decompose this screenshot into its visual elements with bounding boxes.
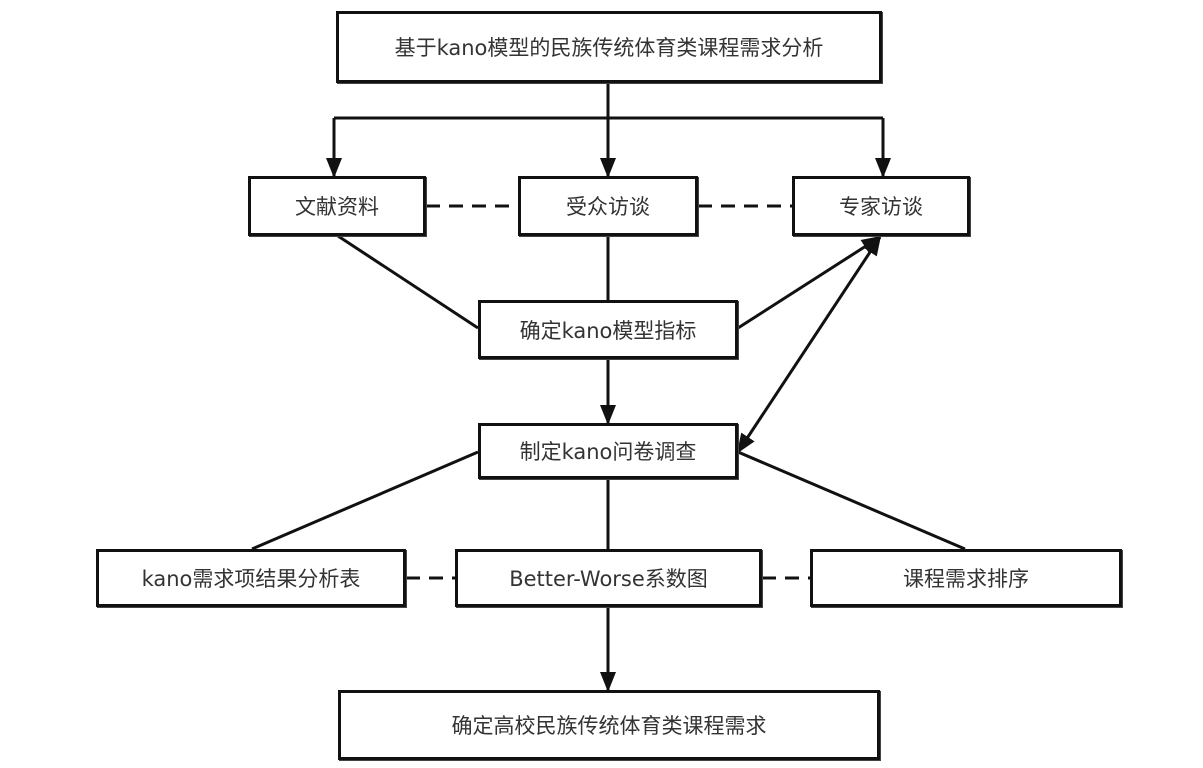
- node-questionnaire-label: 制定kano问卷调查: [519, 440, 697, 464]
- node-better-worse-label: Better-Worse系数图: [509, 567, 708, 591]
- node-indicators: 确定kano模型指标: [478, 300, 738, 359]
- node-result-table: kano需求项结果分析表: [96, 549, 406, 607]
- node-ranking: 课程需求排序: [810, 549, 1122, 607]
- node-audience-interview: 受众访谈: [518, 176, 698, 236]
- node-expert-interview: 专家访谈: [792, 176, 970, 236]
- node-expert-interview-label: 专家访谈: [839, 195, 923, 219]
- edge-expert-questionnaire-bidirectional: [736, 235, 882, 454]
- node-better-worse: Better-Worse系数图: [455, 549, 762, 607]
- edge-literature-to-indicators: [337, 234, 479, 330]
- edge-questionnaire-to-ranking: [737, 450, 966, 551]
- node-final: 确定高校民族传统体育类课程需求: [338, 690, 880, 760]
- node-indicators-label: 确定kano模型指标: [519, 318, 697, 343]
- node-ranking-label: 课程需求排序: [903, 567, 1029, 591]
- node-literature: 文献资料: [248, 176, 426, 236]
- node-audience-interview-label: 受众访谈: [566, 195, 650, 219]
- node-literature-label: 文献资料: [295, 195, 379, 219]
- node-final-label: 确定高校民族传统体育类课程需求: [451, 714, 767, 738]
- edge-indicators-to-expert: [737, 235, 882, 330]
- node-result-table-label: kano需求项结果分析表: [141, 567, 361, 591]
- node-questionnaire: 制定kano问卷调查: [478, 423, 738, 479]
- node-root: 基于kano模型的民族传统体育类课程需求分析: [336, 11, 882, 83]
- edge-questionnaire-to-result-table: [251, 450, 479, 551]
- node-root-label: 基于kano模型的民族传统体育类课程需求分析: [394, 36, 824, 60]
